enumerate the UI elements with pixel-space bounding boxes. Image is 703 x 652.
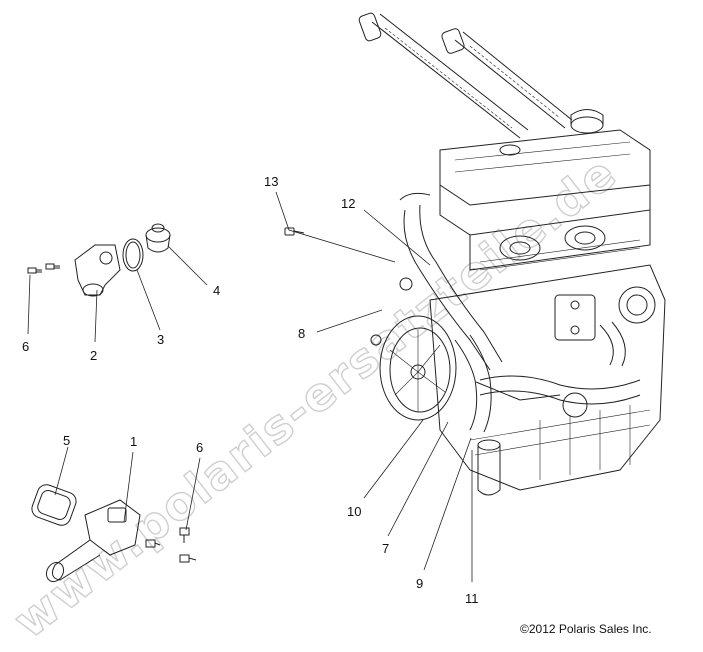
crankcase — [429, 264, 666, 491]
sensor-plug — [370, 334, 382, 346]
callout-6b: 6 — [196, 440, 203, 455]
callout-2: 2 — [90, 348, 97, 363]
leader-lines — [27, 191, 473, 582]
wire-harness — [475, 381, 561, 401]
callout-4: 4 — [213, 283, 220, 298]
gasket — [31, 484, 77, 526]
coolant-hoses-lower — [454, 321, 641, 433]
callout-11: 11 — [465, 591, 479, 606]
watermark-text: www.polaris-ersatzteile.de — [4, 145, 627, 649]
outlet-group — [31, 484, 197, 583]
bolt-6b — [145, 527, 197, 563]
callout-13: 13 — [264, 174, 278, 189]
coolant-hose-upper — [399, 192, 503, 371]
callout-10: 10 — [347, 504, 361, 519]
water-outlet — [477, 439, 501, 496]
cylinder-head — [469, 210, 651, 271]
thermostat — [145, 223, 171, 253]
callout-12: 12 — [341, 196, 355, 211]
callout-7: 7 — [382, 541, 389, 556]
callout-9: 9 — [416, 576, 423, 591]
bolt-6a — [27, 263, 60, 274]
stator-cover — [379, 315, 457, 421]
callout-8: 8 — [298, 326, 305, 341]
sensor-fitting — [399, 277, 413, 291]
thermostat-housing — [74, 244, 121, 297]
watermark: www.polaris-ersatzteile.de — [3, 144, 628, 649]
copyright-text: ©2012 Polaris Sales Inc. — [520, 622, 652, 636]
outlet-fitting — [45, 499, 141, 583]
valve-cover — [439, 109, 651, 236]
thermostat-group — [27, 223, 171, 297]
callout-6a: 6 — [22, 339, 29, 354]
o-ring — [122, 238, 144, 272]
callout-1: 1 — [130, 434, 137, 449]
engine-assembly — [358, 12, 666, 496]
callout-3: 3 — [157, 332, 164, 347]
oil-filter-housing — [554, 294, 596, 341]
callout-5: 5 — [63, 433, 70, 448]
callout-labels: 1 2 3 4 5 6 6 7 8 9 10 11 12 13 — [22, 174, 479, 606]
breather-hoses — [358, 12, 573, 139]
